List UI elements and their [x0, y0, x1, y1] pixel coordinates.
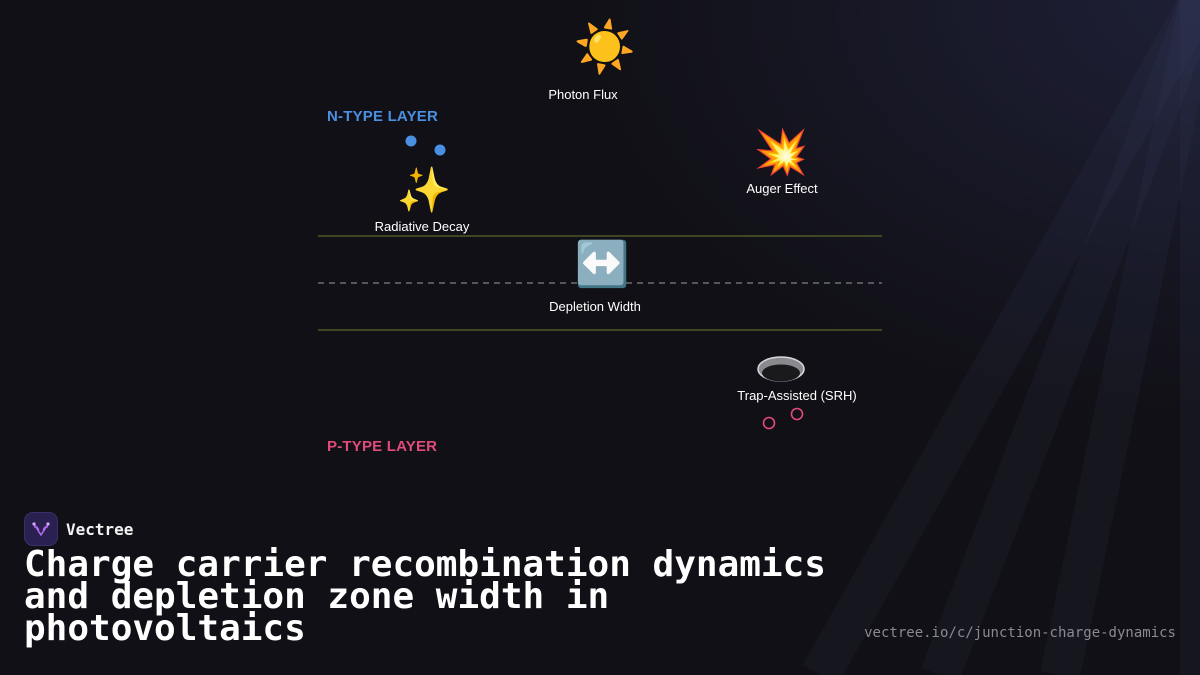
collision-icon: 💥	[753, 127, 809, 178]
photon-flux-label: Photon Flux	[548, 87, 618, 102]
left-right-arrow-icon: ↔️	[574, 239, 630, 290]
sparkles-icon: ✨	[396, 165, 452, 216]
sun-icon: ☀️	[573, 18, 637, 76]
radiative-decay-label: Radiative Decay	[374, 219, 470, 234]
trap-assisted-label: Trap-Assisted (SRH)	[737, 388, 857, 403]
source-url: vectree.io/c/junction-charge-dynamics	[864, 625, 1176, 641]
brand: Vectree	[24, 512, 133, 546]
depletion-width-label: Depletion Width	[549, 299, 641, 314]
electron-dot	[434, 144, 446, 156]
n-type-layer-label: N-TYPE LAYER	[327, 108, 439, 125]
electron-dot	[405, 135, 417, 147]
page-title: Charge carrier recombination dynamics an…	[24, 544, 826, 649]
vectree-logo-icon	[24, 512, 58, 546]
hole-dot	[790, 407, 804, 421]
p-type-layer-label: P-TYPE LAYER	[327, 438, 438, 455]
hole-icon	[757, 356, 805, 382]
hole-dot	[762, 416, 776, 430]
brand-name: Vectree	[66, 519, 134, 539]
auger-effect-label: Auger Effect	[746, 181, 818, 196]
